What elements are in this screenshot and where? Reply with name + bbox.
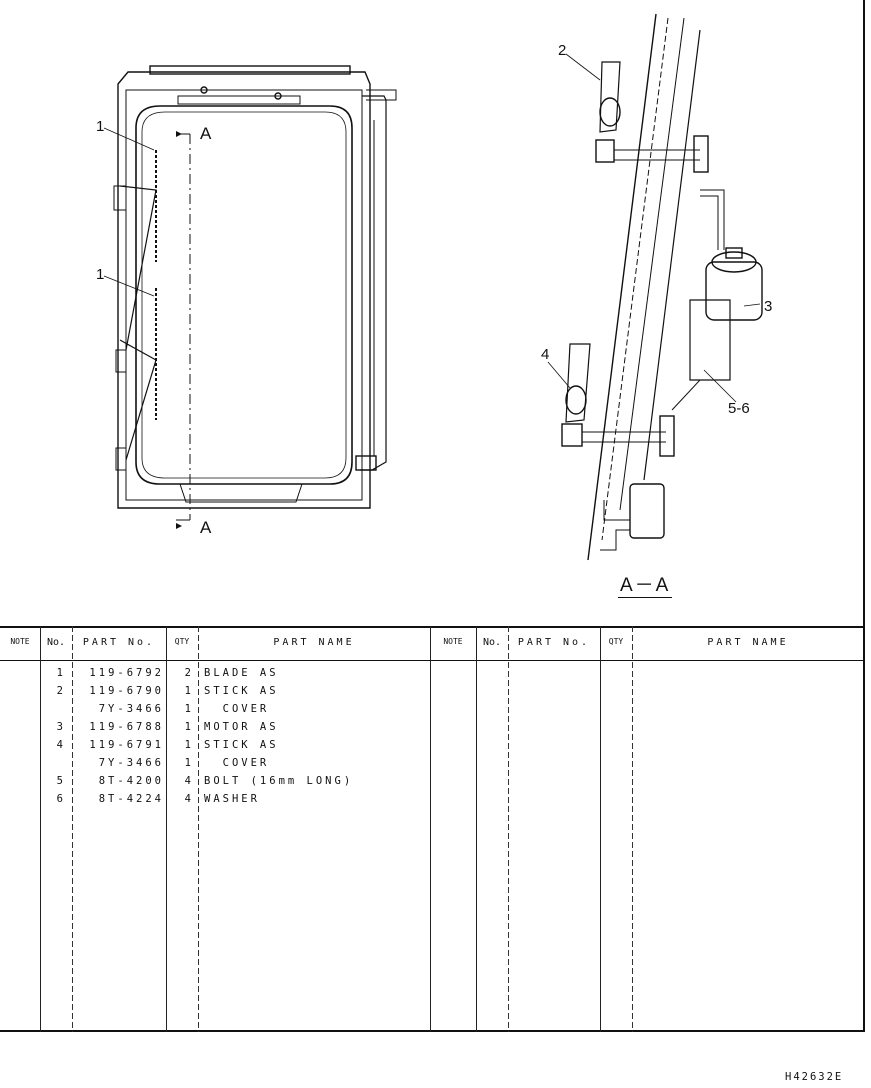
header-partno-left: PART No. <box>82 637 156 648</box>
door-frame-outline <box>117 71 371 509</box>
callout-1-upper: 1 <box>96 118 105 135</box>
table-row: 4 119-6791 1 STICK AS <box>56 739 279 751</box>
section-marker-bottom: A <box>200 518 212 537</box>
table-row: 5 8T-4200 4 BOLT (16mm LONG) <box>56 775 354 787</box>
wiper-illustration <box>103 13 763 561</box>
parts-table: NOTE No. PART No. QTY PART NAME NOTE No.… <box>0 626 865 1032</box>
table-row: 1 119-6792 2 BLADE AS <box>56 667 279 679</box>
header-note-left: NOTE <box>10 637 30 646</box>
header-qty-left: QTY <box>174 637 190 646</box>
header-partname-right: PART NAME <box>707 637 789 648</box>
header-no-left: No. <box>46 637 66 648</box>
header-partno-right: PART No. <box>517 637 591 648</box>
header-partname-left: PART NAME <box>273 637 355 648</box>
section-marker-top: A <box>200 124 212 143</box>
window-glass <box>135 105 353 485</box>
table-row: 7Y-3466 1 COVER <box>98 703 270 715</box>
header-no-right: No. <box>482 637 502 648</box>
table-row: 3 119-6788 1 MOTOR AS <box>56 721 279 733</box>
table-row: 7Y-3466 1 COVER <box>98 757 270 769</box>
callout-3: 3 <box>764 298 773 315</box>
header-note-right: NOTE <box>443 637 463 646</box>
table-row: 6 8T-4224 4 WASHER <box>56 793 260 805</box>
header-qty-right: QTY <box>608 637 624 646</box>
drawing-code: H42632E <box>785 1071 844 1083</box>
callout-2: 2 <box>558 42 567 59</box>
table-row: 2 119-6790 1 STICK AS <box>56 685 279 697</box>
callout-5-6: 5-6 <box>728 400 750 417</box>
callout-4: 4 <box>541 346 550 363</box>
frame-right-border <box>863 0 865 1032</box>
section-title: A－A <box>618 570 673 598</box>
callout-1-lower: 1 <box>96 266 105 283</box>
